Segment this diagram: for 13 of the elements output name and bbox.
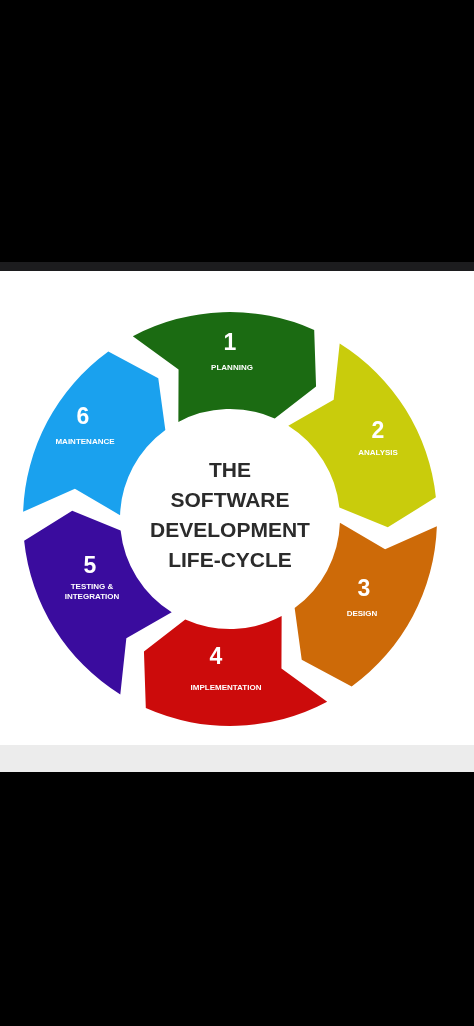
step-number: 2	[371, 418, 385, 442]
step-label: PLANNING	[210, 363, 254, 373]
title-text: THE SOFTWARE DEVELOPMENT LIFE-CYCLE	[149, 457, 311, 573]
step-number: 6	[76, 404, 90, 428]
step-number: 5	[83, 553, 97, 577]
step-label: DESIGN	[345, 609, 379, 619]
step-number: 3	[357, 576, 371, 600]
step-label: IMPLEMENTATION	[189, 683, 263, 693]
step-number: 1	[223, 330, 237, 354]
step-label: ANALYSIS	[357, 448, 399, 458]
step-number: 4	[209, 644, 223, 668]
step-label: MAINTENANCE	[54, 437, 116, 447]
step-label: TESTING & INTEGRATION	[63, 582, 121, 602]
